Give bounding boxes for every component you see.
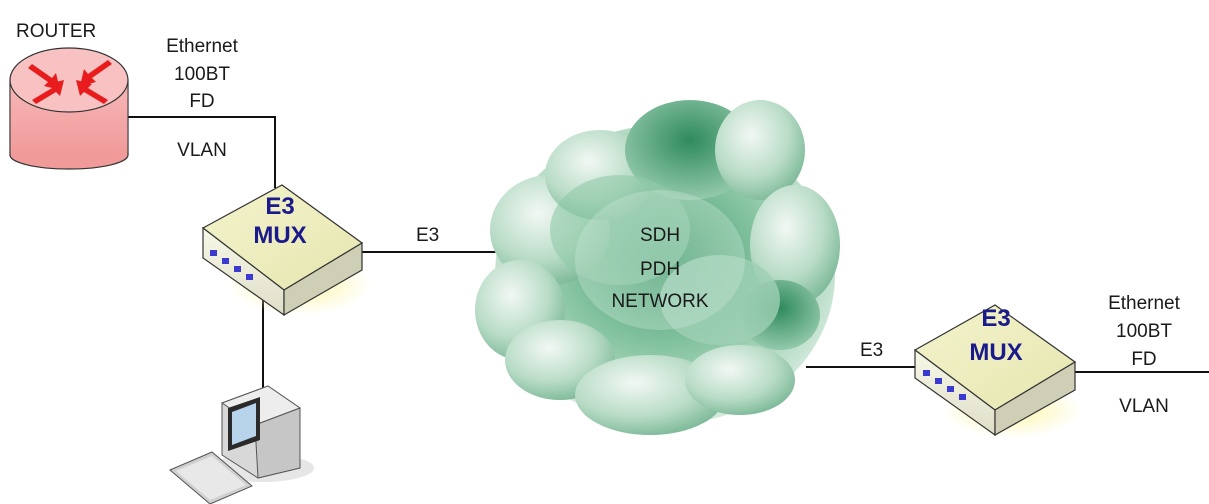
mux-left-title-line2: MUX xyxy=(253,222,307,249)
connection-lines xyxy=(128,116,1209,395)
speed-label-right: 100BT xyxy=(1116,321,1172,342)
router-icon xyxy=(9,47,129,170)
duplex-label-left: FD xyxy=(189,91,215,112)
mux-right-title-line1: E3 xyxy=(981,305,1011,332)
router-label: ROUTER xyxy=(16,21,97,42)
mux-left-device xyxy=(201,184,372,317)
speed-label-left: 100BT xyxy=(174,64,230,85)
mux-left-title-line1: E3 xyxy=(265,193,295,220)
mux-right-title-line2: MUX xyxy=(969,339,1023,366)
ethernet-label-left: Ethernet xyxy=(166,36,238,57)
computer-icon xyxy=(169,385,314,504)
network-label-network: NETWORK xyxy=(611,291,709,312)
network-cloud xyxy=(475,100,840,435)
network-label-pdh: PDH xyxy=(639,259,681,280)
duplex-label-right: FD xyxy=(1131,349,1157,370)
mux-right-leds xyxy=(923,370,966,400)
e3-link-label-left: E3 xyxy=(416,225,440,246)
link-router-mux xyxy=(128,116,276,188)
mux-right-device xyxy=(913,304,1082,438)
network-label-sdh: SDH xyxy=(639,225,681,246)
e3-link-label-right: E3 xyxy=(860,340,884,361)
mux-left-leds xyxy=(210,250,253,280)
vlan-label-left: VLAN xyxy=(177,140,227,161)
ethernet-label-right: Ethernet xyxy=(1108,293,1180,314)
vlan-label-right: VLAN xyxy=(1119,396,1169,417)
